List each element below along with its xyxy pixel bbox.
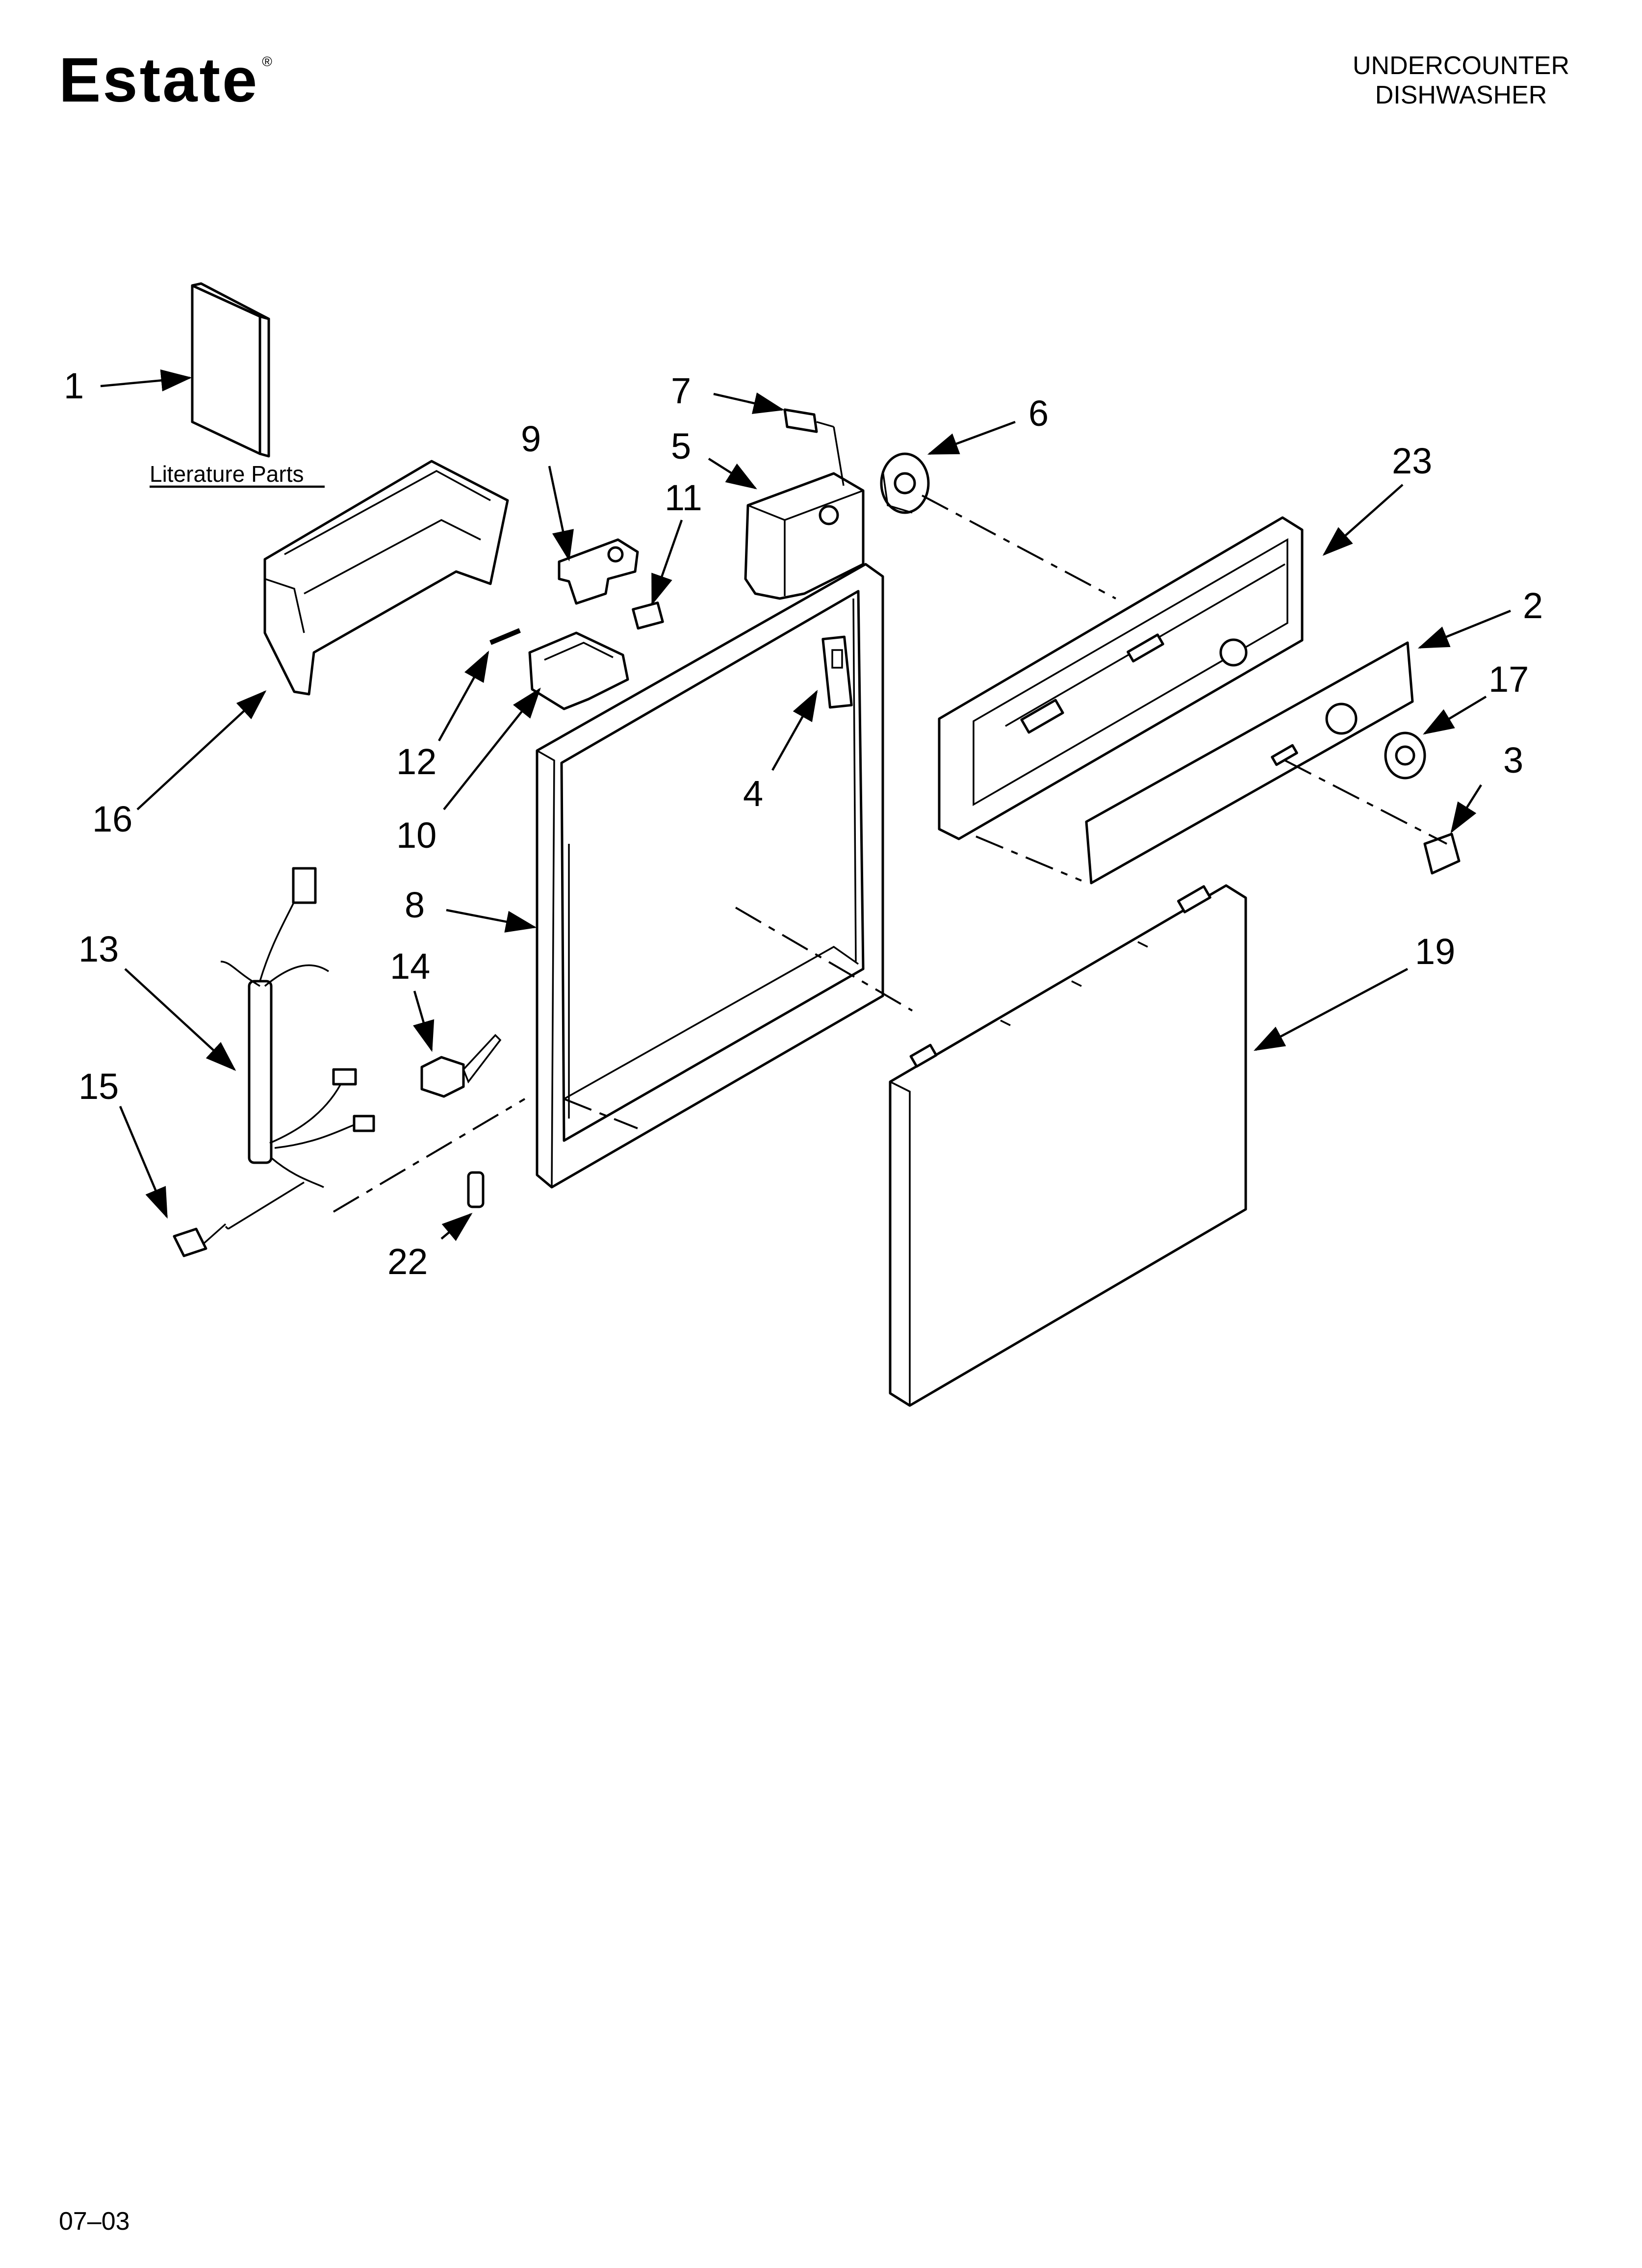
revision-code: 07–03 [59, 2207, 130, 2236]
callout-19: 19 [1415, 931, 1455, 972]
product-title-line-1: UNDERCOUNTER [1353, 52, 1569, 80]
part-13-wire-harness [220, 867, 375, 1188]
part-4-hinge [821, 635, 853, 709]
leader-6 [927, 420, 1016, 455]
part-22-clip [467, 1171, 485, 1208]
part-19-door-panel [889, 884, 1247, 1407]
leader-8 [446, 909, 537, 933]
registered-mark: ® [262, 54, 274, 69]
callout-15: 15 [78, 1066, 119, 1107]
brand-logo: Estate® [59, 49, 274, 112]
wire-lead-15 [228, 1181, 305, 1230]
product-title: UNDERCOUNTER DISHWASHER [1353, 51, 1569, 110]
callout-10: 10 [396, 815, 436, 856]
callout-4: 4 [743, 773, 763, 814]
leader-2 [1417, 609, 1511, 649]
leader-15 [119, 1106, 168, 1219]
leader-9 [548, 466, 574, 562]
callout-14: 14 [390, 946, 430, 987]
literature-parts-label: Literature Parts [150, 461, 304, 487]
part-7-screw [783, 408, 834, 433]
part-6-knob-bracket [880, 452, 930, 514]
assembly-line-frame-bottom [564, 1098, 638, 1129]
leader-7 [713, 392, 785, 414]
assembly-line-3 [1284, 759, 1447, 845]
callout-5: 5 [671, 426, 691, 467]
callout-8: 8 [405, 885, 425, 925]
leader-19 [1254, 968, 1409, 1051]
callout-12: 12 [396, 741, 436, 782]
part-2-panel-overlay [1085, 641, 1414, 885]
callout-6: 6 [1028, 393, 1049, 434]
leader-13 [124, 968, 236, 1071]
part-10-bracket [528, 631, 629, 710]
leader-12 [438, 651, 489, 742]
leader-11 [651, 520, 683, 606]
assembly-line-2 [975, 835, 1082, 882]
assembly-line-6-23 [922, 495, 1116, 600]
leader-1 [100, 369, 192, 391]
part-9-bracket [558, 538, 639, 605]
callout-17: 17 [1488, 659, 1529, 700]
callout-9: 9 [521, 418, 541, 459]
part-5-timer [744, 472, 865, 600]
leader-5 [708, 458, 757, 490]
assembly-line-frame-door [735, 907, 913, 1012]
callout-22: 22 [387, 1241, 428, 1282]
leader-4 [771, 690, 818, 771]
part-1-literature [191, 282, 270, 458]
part-17-knob [1384, 731, 1426, 780]
screw-tip [225, 1225, 229, 1230]
leader-17 [1423, 696, 1487, 735]
leader-14 [413, 991, 435, 1052]
callout-2: 2 [1523, 585, 1543, 626]
callout-13: 13 [78, 929, 119, 969]
part-12-strip [489, 628, 521, 645]
brand-name: Estate [59, 45, 259, 115]
product-title-line-2: DISHWASHER [1375, 81, 1547, 109]
callout-3: 3 [1503, 740, 1523, 781]
callout-16: 16 [92, 799, 132, 839]
assembly-line-harness [333, 1098, 526, 1213]
part-14-connector [420, 1034, 502, 1098]
part-16-cover [263, 460, 509, 696]
part-11-switch [632, 601, 664, 630]
leader-10 [443, 687, 541, 810]
leader-23 [1322, 484, 1404, 556]
callout-11: 11 [665, 477, 702, 518]
callout-1: 1 [64, 365, 84, 406]
leader-22 [440, 1213, 473, 1241]
leader-16 [136, 690, 267, 810]
part-15-screw [173, 1223, 227, 1257]
screw-path [833, 426, 845, 486]
callout-7: 7 [671, 370, 691, 411]
callout-23: 23 [1392, 441, 1432, 481]
leader-3 [1450, 784, 1482, 834]
part-3-button [1423, 833, 1461, 875]
part-23-control-panel [938, 516, 1304, 840]
